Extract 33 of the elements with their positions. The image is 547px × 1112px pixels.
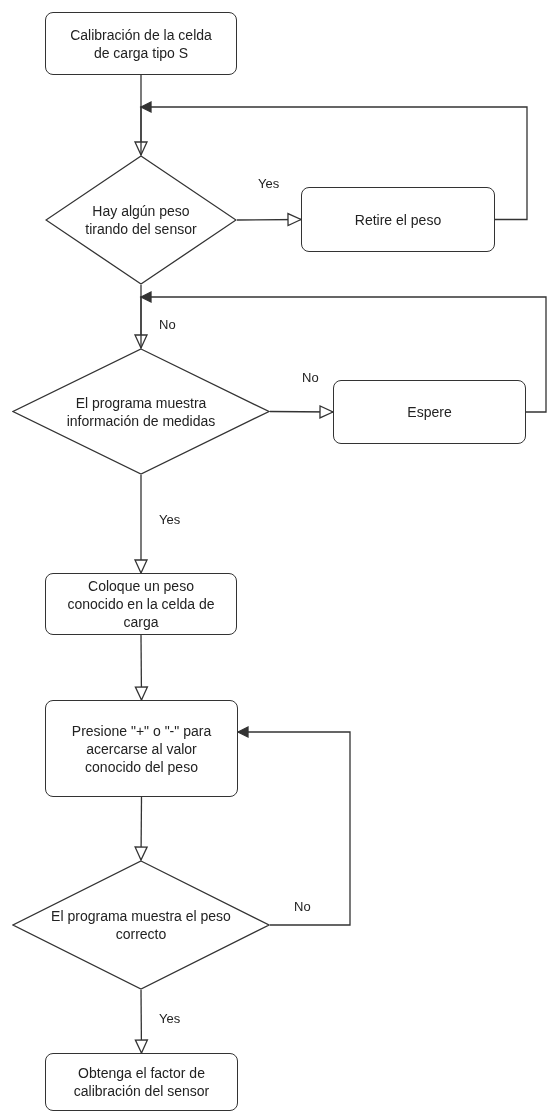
edge-label: No [157,318,178,331]
process-box [45,1053,238,1111]
arrow [134,634,149,702]
arrow [134,796,149,862]
arrow [134,989,149,1055]
process-text: Retire el peso [354,210,442,229]
process-text: Calibración de la celda de carga tipo S [69,25,213,62]
arrow [139,290,547,413]
edge-label: Yes [157,1012,183,1025]
edge-label: Yes [256,177,282,190]
arrow [236,212,303,227]
process-box [301,187,495,252]
process-box [333,380,526,444]
arrow [269,404,335,419]
process-text: Coloque un peso conocido en la celda de carga [66,577,216,631]
decision-diamond [45,155,237,285]
arrow [139,100,528,221]
decision-text: Hay algún peso tirando del sensor [84,202,198,238]
edge-label: Yes [157,513,183,526]
process-box [45,700,238,797]
process-text: Obtenga el factor de calibración del sensor [72,1064,211,1100]
arrow [236,725,351,926]
decision-text: El programa muestra el peso correcto [50,907,232,943]
decision-diamond [12,348,270,475]
process-text: Presione "+" o "-" para acercarse al valor conocido del peso [70,721,213,776]
process-box [45,573,237,635]
arrow [134,474,148,575]
decision-diamond [12,860,270,990]
edge-label: No [300,371,321,384]
process-text: Espere [407,403,452,421]
edge-label: No [292,900,313,913]
decision-text: El programa muestra información de medidas [65,393,217,430]
process-box [45,12,237,75]
